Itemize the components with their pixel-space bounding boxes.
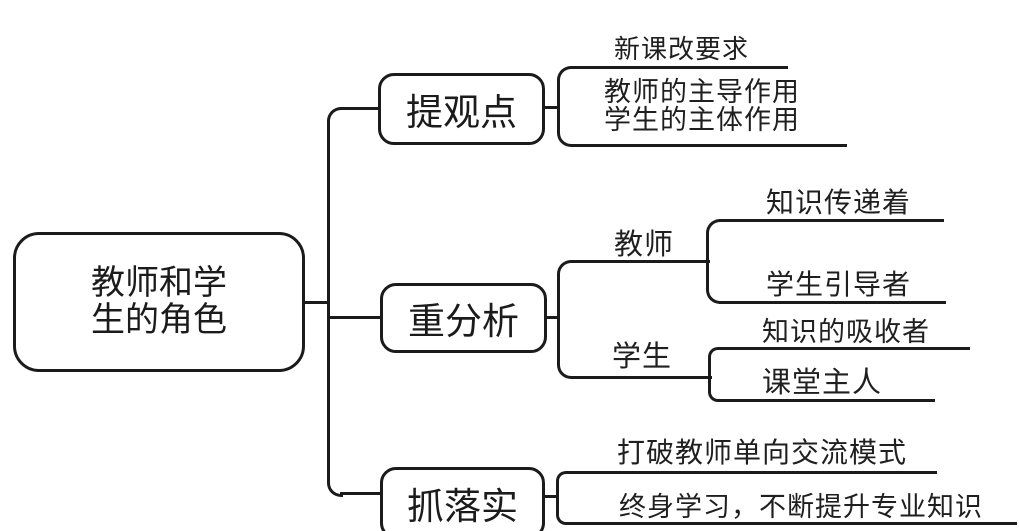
teacher-children-bracket xyxy=(706,219,721,304)
branch3-child2-underline xyxy=(570,522,1017,525)
student-child2-underline xyxy=(721,399,935,402)
branch1-child1-underline xyxy=(571,66,788,69)
branch3-connector-line xyxy=(545,495,556,498)
student-underline xyxy=(571,376,712,379)
branch1-box: 提观点 xyxy=(378,73,545,145)
branch3-child1-underline xyxy=(570,471,937,474)
root-connector-line xyxy=(303,301,329,304)
teacher-underline xyxy=(571,260,710,263)
branch1-connector-line xyxy=(545,106,557,109)
branch2-box: 重分析 xyxy=(380,283,547,353)
branch1-children-bracket xyxy=(557,66,573,147)
branch1-child2-underline xyxy=(571,144,847,147)
branch3-box: 抓落实 xyxy=(380,467,545,531)
branch1-label: 提观点 xyxy=(406,91,517,134)
branch1-child2-label-line1: 教师的主导作用 xyxy=(604,77,800,108)
teacher-child1-label: 知识传递着 xyxy=(766,186,912,219)
root-topic-label: 教师和学 生的角色 xyxy=(91,265,227,339)
branch2-children-bracket xyxy=(557,260,573,379)
teacher-child1-underline xyxy=(719,219,944,222)
spine-to-branch1-line xyxy=(340,107,378,110)
student-child1-underline xyxy=(721,347,970,350)
spine-to-branch3-line xyxy=(340,492,380,495)
branch3-label: 抓落实 xyxy=(407,485,518,528)
student-children-bracket xyxy=(708,347,723,402)
student-child1-label: 知识的吸收者 xyxy=(762,317,930,348)
branch1-child1-label: 新课改要求 xyxy=(614,35,750,65)
root-topic-label-line1: 教师和学 xyxy=(91,263,227,303)
root-topic-box: 教师和学 生的角色 xyxy=(13,232,305,372)
branch3-child2-label: 终身学习，不断提升专业知识 xyxy=(619,492,983,523)
spine-to-branch2-line xyxy=(327,316,380,319)
student-child2-label: 课堂主人 xyxy=(762,365,883,399)
teacher-label: 教师 xyxy=(614,227,675,261)
student-label: 学生 xyxy=(612,339,673,373)
branch1-child2-label: 教师的主导作用 学生的主体作用 xyxy=(604,79,800,135)
branch1-child2-label-line2: 学生的主体作用 xyxy=(604,105,800,136)
main-spine-bracket xyxy=(327,107,343,497)
root-topic-label-line2: 生的角色 xyxy=(91,300,227,340)
branch3-children-bracket xyxy=(556,471,572,525)
branch2-connector-line xyxy=(547,316,557,319)
teacher-child2-label: 学生引导者 xyxy=(766,268,912,301)
teacher-child2-underline xyxy=(719,301,946,304)
branch3-child1-label: 打破教师单向交流模式 xyxy=(617,436,908,469)
branch2-label: 重分析 xyxy=(408,300,519,343)
